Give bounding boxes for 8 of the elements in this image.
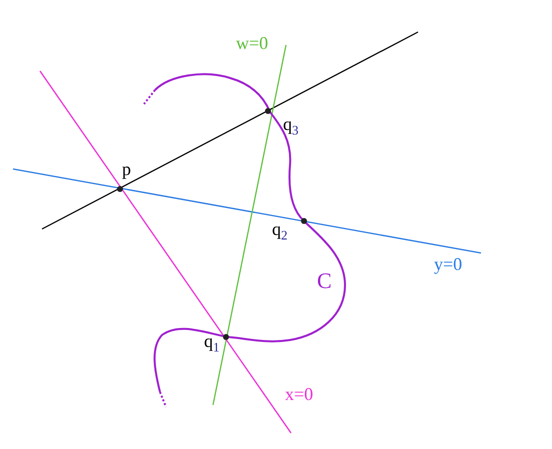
curve-label: C — [317, 270, 332, 292]
point-label: q$_{2}$ — [272, 220, 288, 242]
line-label: y=0 — [434, 255, 462, 273]
point-label: q$_{1}$ — [204, 332, 220, 354]
line-label: x=0 — [285, 385, 314, 403]
point-label: p — [122, 160, 131, 178]
point-label: q$_{3}$ — [283, 115, 298, 137]
line-label: w=0 — [236, 34, 268, 52]
